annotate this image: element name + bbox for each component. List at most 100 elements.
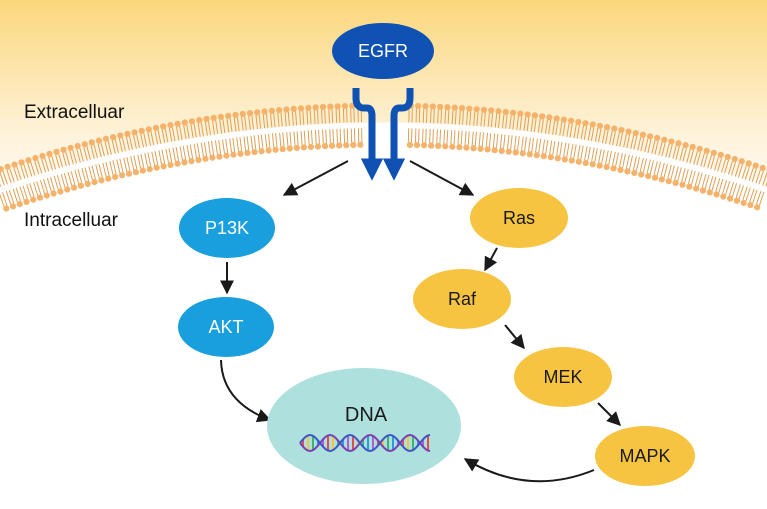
lipid-tail (583, 125, 588, 140)
lipid-tail (271, 133, 275, 148)
lipid-tail (307, 130, 310, 145)
lipid-head (181, 159, 188, 166)
lipid-tail (325, 129, 327, 144)
lipid-tail (653, 161, 658, 175)
lipid-tail (665, 143, 670, 158)
lipid-head (112, 173, 119, 181)
lipid-tail (143, 132, 148, 147)
lipid-tail (215, 120, 219, 135)
lipid-head (470, 145, 477, 152)
lipid-tail (580, 145, 584, 160)
egfr-node (332, 23, 434, 79)
lipid-tail (240, 116, 244, 131)
lipid-head (696, 145, 703, 152)
lipid-tail (236, 117, 240, 132)
lipid-tail (226, 118, 230, 133)
lipid-tail (189, 144, 194, 159)
lipid-tail (474, 131, 477, 146)
lipid-tail (251, 115, 255, 130)
lipid-tail (104, 141, 109, 156)
lipid-tail (639, 157, 644, 172)
lipid-head (57, 188, 64, 195)
lipid-head (272, 146, 279, 153)
lipid-tail (0, 171, 5, 186)
lipid-tail (481, 132, 485, 147)
lipid-tail (22, 185, 28, 200)
lipid-head (568, 157, 575, 164)
lipid-head (502, 108, 509, 116)
lipid-tail (140, 133, 145, 148)
lipid-tail (200, 142, 204, 157)
lipid-tail (322, 129, 324, 144)
lipid-tail (691, 170, 696, 185)
lipid-head (307, 143, 314, 151)
lipid-tail (309, 110, 312, 125)
lipid-tail (526, 117, 530, 132)
lipid-tail (51, 155, 57, 170)
lipid-tail (331, 109, 334, 124)
lipid-head (624, 168, 631, 175)
lipid-head (466, 105, 473, 112)
lipid-tail (306, 110, 309, 125)
lipid-head (53, 148, 60, 155)
lipid-head (239, 110, 246, 118)
lipid-tail (137, 154, 142, 169)
lipid-head (689, 143, 696, 151)
lipid-tail (646, 159, 651, 174)
lipid-head (679, 181, 686, 188)
lipid-tail (93, 144, 98, 159)
lipid-head (526, 151, 533, 158)
lipid-head (539, 113, 546, 120)
lipid-tail (147, 132, 152, 146)
lipid-tail (196, 143, 201, 158)
lipid-tail (555, 121, 559, 136)
lipid-head (752, 162, 759, 169)
lipid-head (74, 142, 81, 150)
lipid-head (604, 124, 611, 131)
lipid-tail (501, 114, 505, 129)
lipid-tail (63, 173, 69, 187)
lipid-tail (580, 125, 585, 140)
lipid-tail (749, 188, 755, 203)
arrow-ras-to-raf (484, 247, 498, 272)
lipid-tail (286, 132, 289, 147)
lipid-tail (467, 131, 470, 146)
lipid-tail (299, 111, 302, 126)
lipid-head (658, 176, 665, 183)
lipid-head (265, 147, 272, 154)
lipid-tail (587, 126, 592, 141)
lipid-tail (328, 109, 330, 124)
lipid-tail (264, 134, 268, 149)
lipid-tail (677, 167, 682, 182)
lipid-tail (125, 136, 130, 151)
lipid-tail (175, 146, 180, 161)
lipid-tail (429, 108, 432, 124)
mapk-label: MAPK (619, 446, 670, 466)
lipid-head (25, 157, 32, 164)
lipid-tail (654, 140, 659, 155)
lipid-tail (182, 145, 187, 160)
lipid-tail (494, 113, 498, 128)
lipid-tail (721, 158, 726, 173)
lipid-tail (164, 128, 169, 143)
lipid-tail (83, 146, 88, 161)
cell-membrane (0, 102, 767, 212)
ras-label: Ras (503, 208, 535, 228)
lipid-tail (296, 131, 299, 146)
lipid-tail (95, 164, 100, 179)
lipid-tail (647, 139, 652, 153)
lipid-tail (72, 149, 77, 164)
lipid-tail (725, 180, 731, 195)
lipid-tail (689, 149, 694, 164)
lipid-tail (109, 161, 114, 175)
lipid-tail (605, 150, 609, 165)
lipid-tail (513, 135, 517, 150)
lipid-tail (136, 134, 141, 149)
lipid-tail (204, 121, 208, 136)
lipid-tail (490, 113, 494, 128)
lipid-head (0, 166, 4, 173)
lipid-head (125, 170, 133, 177)
lipid-head (283, 106, 290, 113)
lipid-head (102, 135, 110, 142)
lipid-tail (649, 160, 654, 175)
